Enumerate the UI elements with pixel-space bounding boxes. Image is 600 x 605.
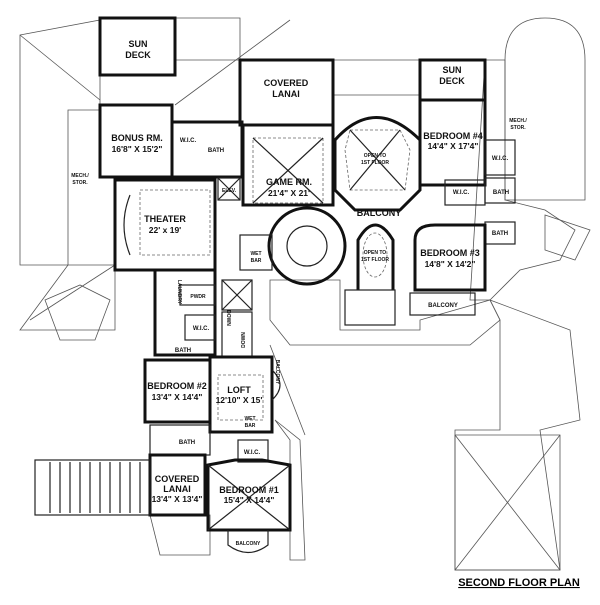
open-to-first-lower-label-2: 1ST FLOOR (361, 257, 389, 263)
roof-outlines (19, 17, 591, 571)
elevator-label: ELEV. (222, 188, 237, 194)
wic-bed3-label: W.I.C. (453, 190, 470, 196)
covered-lanai-bottom-label-2: LANAI (163, 484, 191, 494)
covered-lanai-top-label-2: LANAI (272, 89, 300, 99)
theater-label: THEATER (144, 214, 186, 224)
bath-bed3-label: BATH (492, 231, 508, 237)
open-to-first-top-label-2: 1ST FLOOR (361, 160, 389, 166)
game-room-size: 21'4" X 21' (268, 188, 310, 198)
bedroom-1-size: 15'4" X 14'4" (224, 495, 275, 505)
stairs-down-1-label: DOWN (225, 310, 231, 326)
wet-bar-loft-label: WET (244, 416, 255, 422)
wic-bed2-label: W.I.C. (193, 326, 210, 332)
walls (34, 16, 516, 554)
loft-size: 12'10" X 15' (216, 395, 263, 405)
wet-bar-loft-label-2: BAR (245, 423, 256, 429)
bedroom-3-size: 14'8" X 14'2" (425, 259, 476, 269)
powder-label: PWDR (190, 294, 206, 300)
theater-size: 22' x 19' (149, 225, 181, 235)
sun-deck-right-label: SUN (442, 65, 461, 75)
laundry-label: LAUNDRY (176, 280, 182, 305)
sun-deck-right-label-2: DECK (439, 76, 465, 86)
mech-stor-left-label: MECH./ (71, 173, 89, 179)
open-to-first-lower-label: OPEN TO (364, 250, 387, 256)
wet-bar-upper-label-2: BAR (251, 258, 262, 264)
mech-stor-left-label-2: STOR. (72, 180, 88, 186)
exterior-stair-treads (49, 462, 141, 513)
wic-bed4-label: W.I.C. (492, 156, 509, 162)
bedroom-2-size: 13'4" X 14'4" (152, 392, 203, 402)
wet-bar-upper-label: WET (250, 251, 261, 257)
loft-label: LOFT (227, 385, 251, 395)
plan-title: SECOND FLOOR PLAN (458, 577, 580, 589)
covered-lanai-top-label: COVERED (264, 78, 309, 88)
bath-bed1-label: BATH (179, 440, 195, 446)
bath-bonus-label: BATH (208, 148, 224, 154)
wic-bed1-label: W.I.C. (244, 450, 261, 456)
room-labels: SUN DECK COVERED LANAI BONUS RM. 16'8" X… (71, 39, 527, 547)
sun-deck-left-label: SUN (128, 39, 147, 49)
wic-bonus-label: W.I.C. (180, 138, 197, 144)
covered-lanai-bottom-size: 13'4" X 13'4" (152, 494, 203, 504)
balcony-top-label: BALCONY (357, 208, 402, 218)
bonus-room-label: BONUS RM. (111, 133, 163, 143)
balcony-loft-label: BALCONY (274, 360, 280, 385)
bonus-room-size: 16'8" X 15'2" (112, 144, 163, 154)
balcony-bed1-label: BALCONY (236, 541, 261, 547)
bedroom-3-label: BEDROOM #3 (420, 248, 480, 258)
bedroom-2-label: BEDROOM #2 (147, 381, 207, 391)
sun-deck-left-label-2: DECK (125, 50, 151, 60)
mech-stor-right-label-2: STOR. (510, 125, 526, 131)
bedroom-4-size: 14'4" X 17'4" (428, 141, 479, 151)
stairs-down-2-label: DOWN (241, 332, 247, 348)
balcony-bed3-label: BALCONY (428, 303, 458, 309)
bedroom-1-label: BEDROOM #1 (219, 485, 279, 495)
bath-bed4-label: BATH (493, 190, 509, 196)
mech-stor-right-label: MECH./ (509, 118, 527, 124)
bedroom-4-label: BEDROOM #4 (423, 131, 483, 141)
covered-lanai-bottom-label: COVERED (155, 474, 200, 484)
bath-bed2-label: BATH (175, 348, 191, 354)
open-to-first-top-label: OPEN TO (364, 153, 387, 159)
game-room-label: GAME RM. (266, 177, 312, 187)
